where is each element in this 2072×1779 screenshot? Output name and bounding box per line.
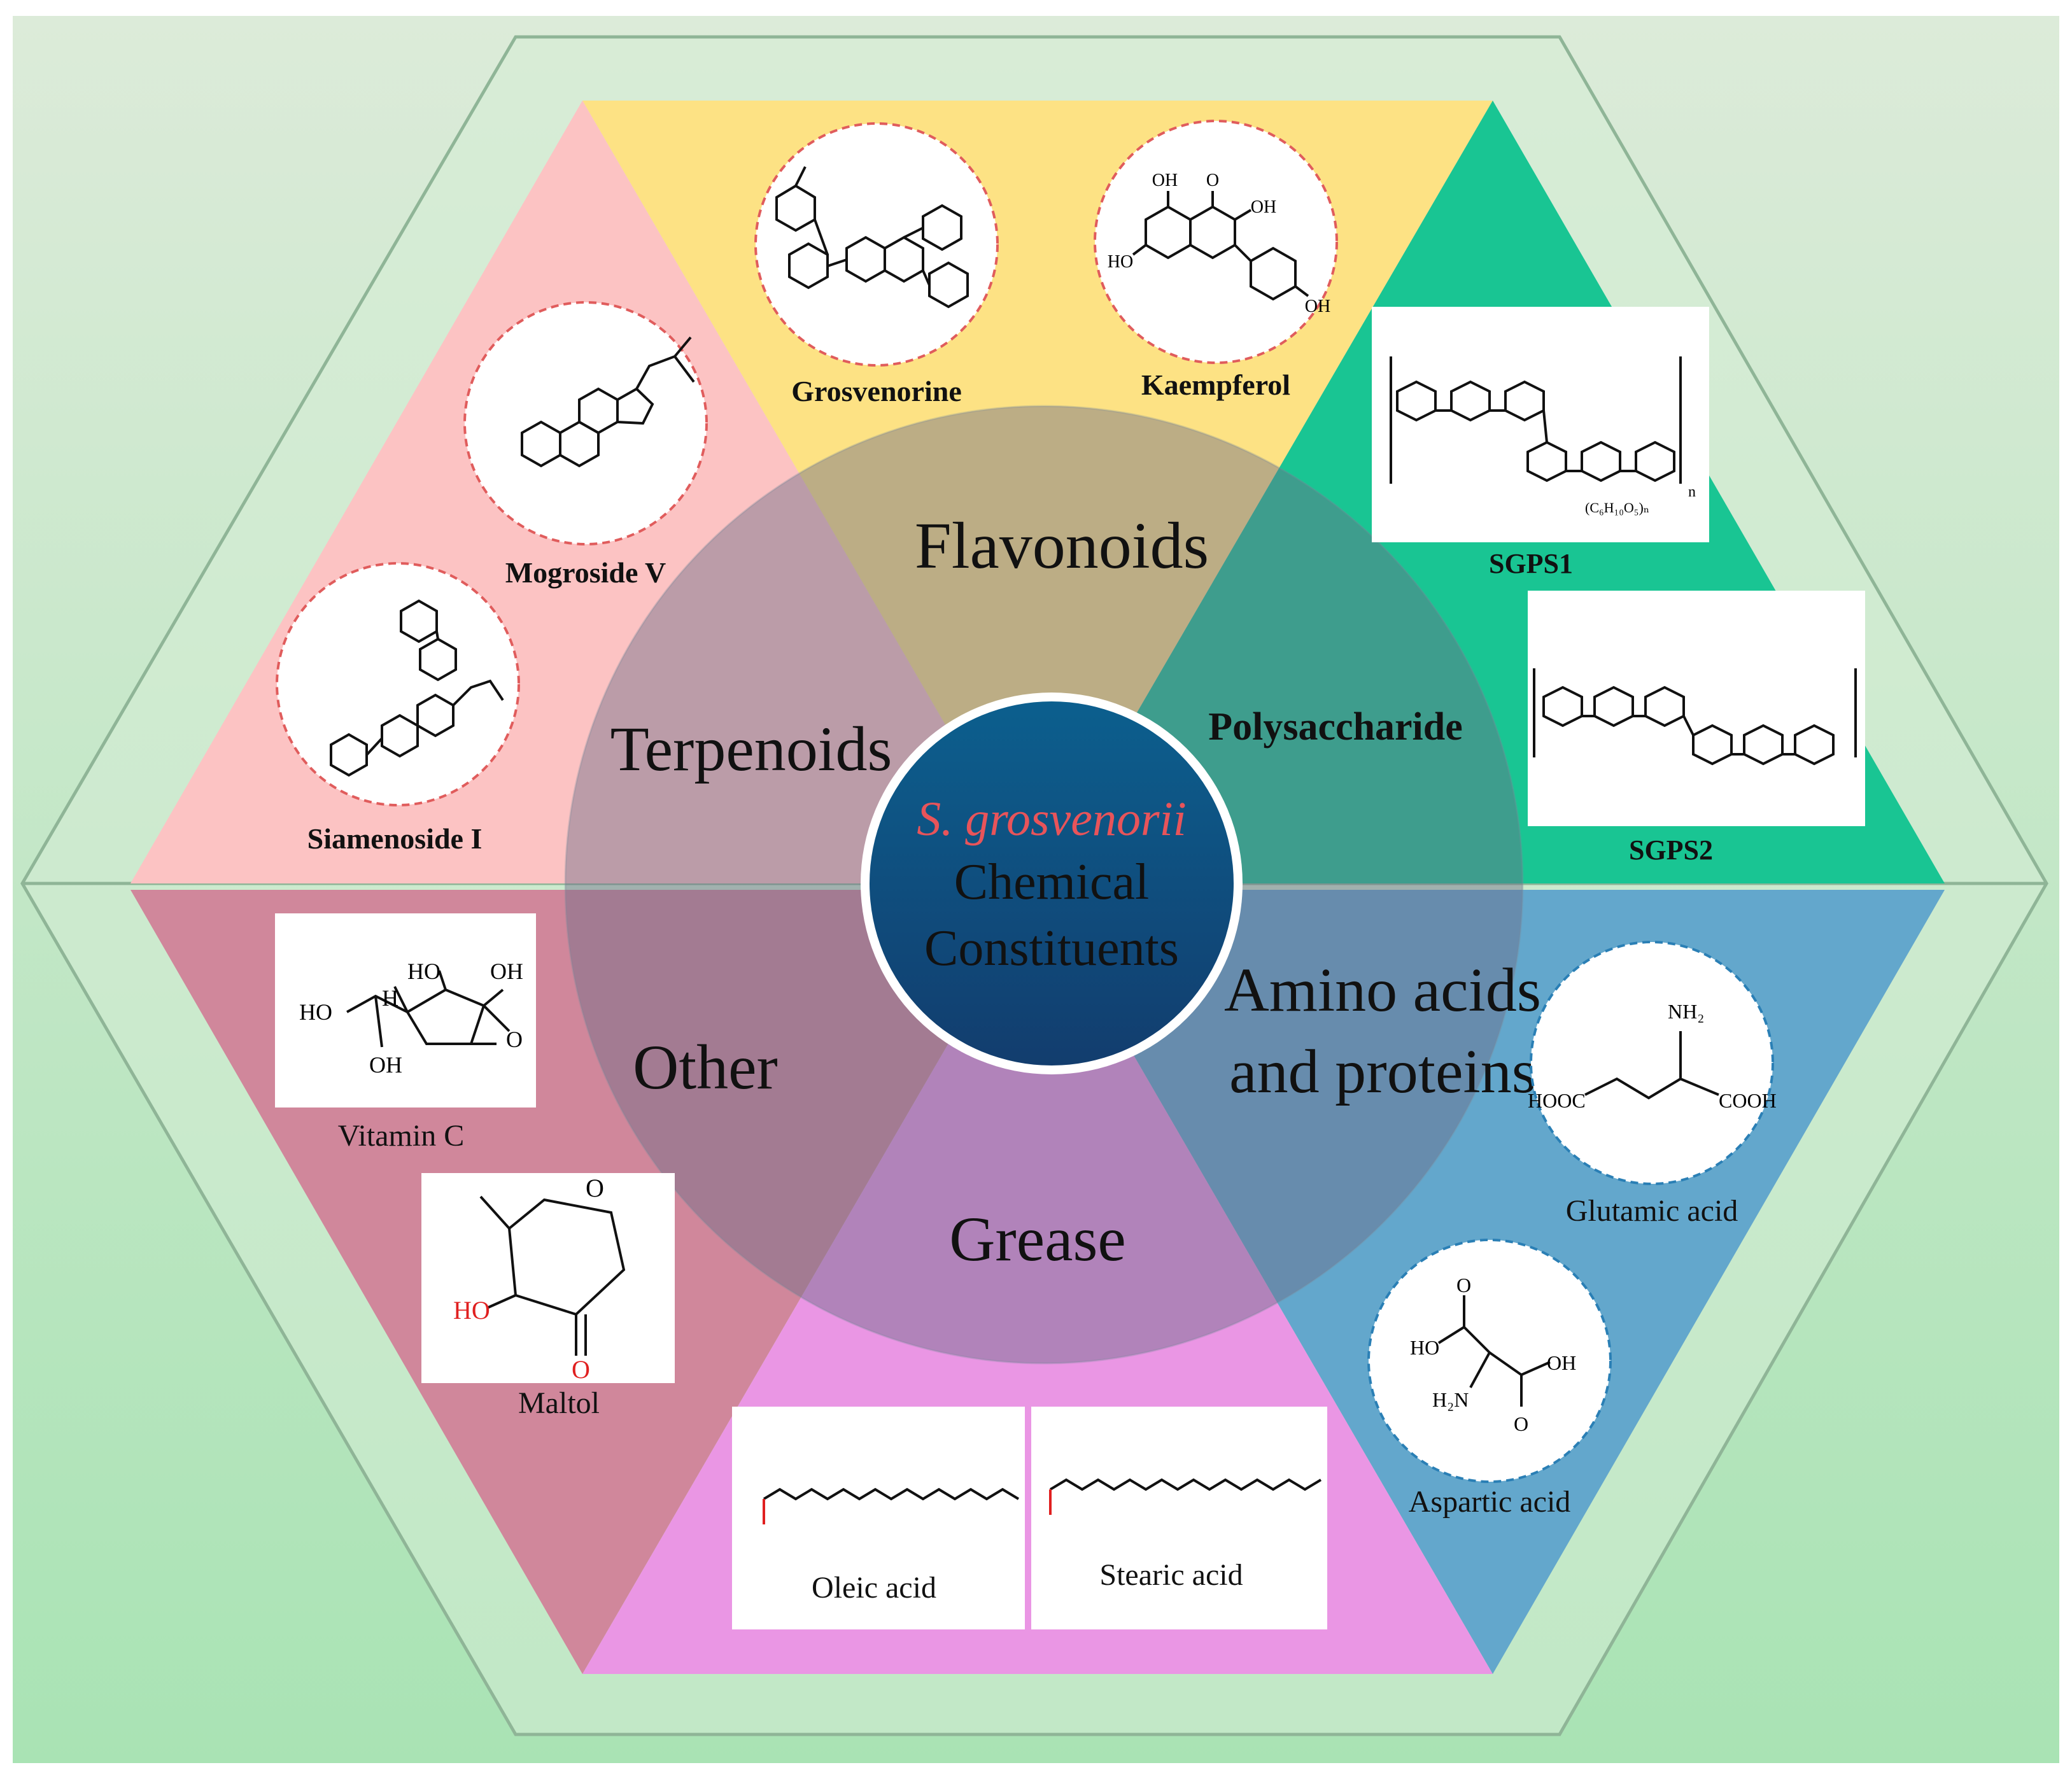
svg-text:O: O xyxy=(1456,1274,1471,1297)
svg-text:O: O xyxy=(572,1355,590,1384)
svg-text:OH: OH xyxy=(490,959,523,984)
center-label-line1: Chemical xyxy=(954,854,1150,910)
svg-text:HO: HO xyxy=(407,959,440,984)
svg-text:OH: OH xyxy=(1547,1351,1576,1374)
grosvenorine-structure xyxy=(754,122,999,367)
svg-text:NH₂: NH₂ xyxy=(1668,1000,1704,1023)
svg-text:OH: OH xyxy=(369,1052,402,1078)
center-circle xyxy=(870,701,1234,1065)
center-label-line2: Constituents xyxy=(924,920,1179,976)
siamenoside-i-structure xyxy=(276,562,520,806)
svg-text:n: n xyxy=(1688,484,1696,500)
mogroside-v-label: Mogroside V xyxy=(505,556,666,589)
svg-text:OH: OH xyxy=(1152,171,1178,190)
aspartic-acid-label: Aspartic acid xyxy=(1409,1485,1571,1519)
glutamic-acid-label: Glutamic acid xyxy=(1566,1194,1738,1228)
svg-text:H: H xyxy=(382,985,398,1011)
vitamin-c-label: Vitamin C xyxy=(338,1119,464,1153)
svg-text:HOOC: HOOC xyxy=(1528,1089,1586,1112)
svg-text:(C₆H₁₀O₅)ₙ: (C₆H₁₀O₅)ₙ xyxy=(1585,500,1649,516)
svg-text:OH: OH xyxy=(1251,197,1276,217)
stearic-acid-structure xyxy=(1031,1407,1327,1629)
svg-text:O: O xyxy=(1206,171,1219,190)
svg-text:O: O xyxy=(1514,1412,1528,1435)
polysaccharide-label: Polysaccharide xyxy=(1208,705,1463,749)
flavonoids-label: Flavonoids xyxy=(915,509,1209,582)
grosvenorine-label: Grosvenorine xyxy=(791,375,961,407)
oleic-acid-label: Oleic acid xyxy=(812,1571,936,1605)
kaempferol-label: Kaempferol xyxy=(1141,369,1290,401)
sgps1-label: SGPS1 xyxy=(1489,548,1573,579)
vitamin-c-structure: HO HO OH H OH O xyxy=(275,913,536,1107)
oleic-acid-structure xyxy=(732,1407,1025,1629)
svg-text:HO: HO xyxy=(299,999,332,1025)
other-label: Other xyxy=(633,1032,778,1102)
stearic-acid-label: Stearic acid xyxy=(1099,1558,1243,1592)
glutamic-acid-structure: NH₂ HOOC COOH xyxy=(1528,941,1777,1185)
maltol-label: Maltol xyxy=(518,1386,600,1420)
svg-text:HO: HO xyxy=(1410,1336,1439,1359)
siamenoside-i-label: Siamenoside I xyxy=(307,822,483,855)
svg-text:COOH: COOH xyxy=(1719,1089,1777,1112)
sgps1-structure: n (C₆H₁₀O₅)ₙ xyxy=(1372,307,1709,542)
svg-text:O: O xyxy=(506,1027,523,1052)
svg-text:HO: HO xyxy=(1108,252,1133,272)
grease-label: Grease xyxy=(949,1204,1126,1274)
svg-text:HO: HO xyxy=(453,1296,490,1325)
maltol-structure: O HO O xyxy=(421,1173,675,1384)
sgps2-structure xyxy=(1528,591,1865,826)
terpenoids-label: Terpenoids xyxy=(610,714,892,784)
svg-text:OH: OH xyxy=(1305,297,1330,316)
svg-text:O: O xyxy=(586,1174,604,1202)
mogroside-v-structure xyxy=(463,301,708,545)
aspartic-acid-structure: O HO H₂N OH O xyxy=(1367,1239,1612,1483)
kaempferol-structure: OH O OH HO OH xyxy=(1094,120,1338,364)
species-name: S. grosvenorii xyxy=(917,792,1187,846)
sgps2-label: SGPS2 xyxy=(1629,834,1713,866)
svg-text:H₂N: H₂N xyxy=(1432,1388,1469,1411)
amino-acids-label-line1: Amino acids xyxy=(1224,956,1541,1025)
amino-acids-label-line2: and proteins xyxy=(1229,1037,1536,1106)
